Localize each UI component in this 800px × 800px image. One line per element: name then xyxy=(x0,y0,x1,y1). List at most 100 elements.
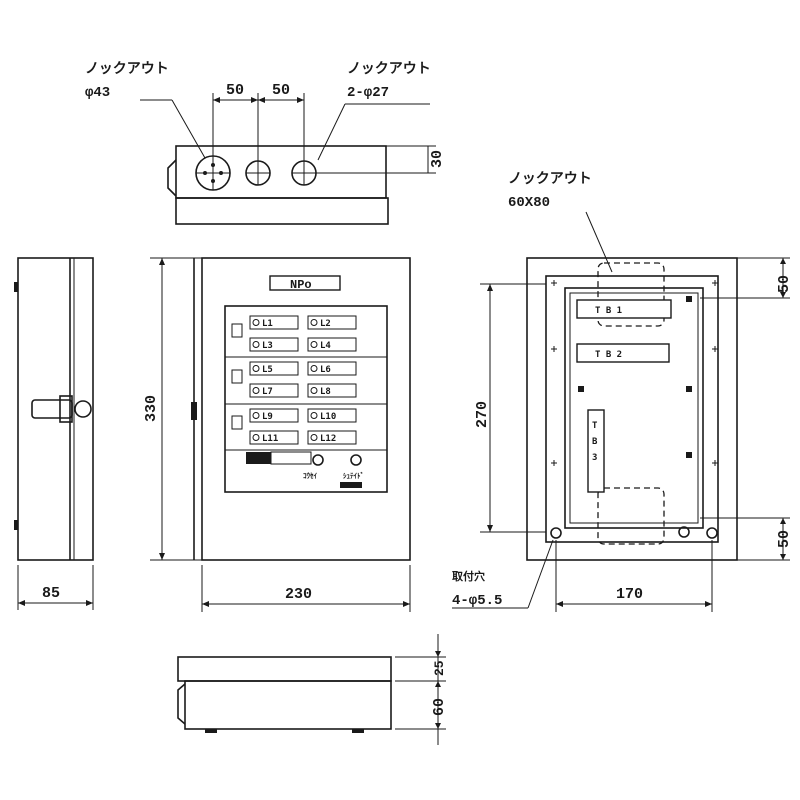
mounting-hole-b xyxy=(706,527,718,539)
terminal-block-2 xyxy=(576,343,670,363)
terminal-block-3-label-a: T xyxy=(592,421,598,431)
top-view-body xyxy=(175,145,387,199)
terminal-block-3-label-b: B xyxy=(592,437,598,447)
label-drive: ｼｭﾃｲﾄﾞ xyxy=(343,471,364,480)
breaker-l1: L1 xyxy=(249,315,299,330)
dim-top-depth: 30 xyxy=(429,150,446,168)
breaker-box xyxy=(307,383,357,398)
front-view-body xyxy=(201,257,411,561)
knockout-right-value: 2-φ27 xyxy=(347,85,389,101)
side-view: 85 xyxy=(14,257,94,610)
breaker-indicator xyxy=(252,365,260,372)
breaker-label: L1 xyxy=(262,319,273,329)
breaker-label: L11 xyxy=(262,434,278,444)
rear-view: T B 1 T B 2 T B 3 270 50 50 170 xyxy=(452,171,793,612)
knockout-right-title: ノックアウト xyxy=(347,61,431,78)
knockout-left-value: φ43 xyxy=(85,85,110,101)
breaker-indicator xyxy=(252,434,260,441)
side-view-body xyxy=(17,257,94,561)
rear-knockout-title: ノックアウト xyxy=(508,171,592,188)
terminal-block-3 xyxy=(587,409,605,493)
dim-rear-width: 170 xyxy=(616,586,643,603)
side-view-latch xyxy=(31,399,73,419)
dim-spacing-1: 50 xyxy=(226,82,244,99)
breaker-l2: L2 xyxy=(307,315,357,330)
nameplate xyxy=(269,275,341,291)
terminal-block-1 xyxy=(576,299,672,319)
bottom-view: 25 60 xyxy=(177,634,448,745)
breaker-indicator xyxy=(310,412,318,419)
breaker-l7: L7 xyxy=(249,383,299,398)
dim-rear-height: 270 xyxy=(474,401,491,428)
breaker-box xyxy=(307,408,357,423)
breaker-box xyxy=(307,315,357,330)
breaker-box xyxy=(249,361,299,376)
breaker-indicator xyxy=(310,434,318,441)
breaker-l5: L5 xyxy=(249,361,299,376)
dim-bottom-lower: 60 xyxy=(431,698,448,716)
breaker-l4: L4 xyxy=(307,337,357,352)
knockout-left-title: ノックアウト xyxy=(85,61,169,78)
breaker-label: L3 xyxy=(262,341,273,351)
breaker-label: L7 xyxy=(262,387,273,397)
dim-side-depth: 85 xyxy=(42,585,60,602)
breaker-box xyxy=(249,408,299,423)
rear-knockout-bottom xyxy=(597,487,665,545)
dim-front-height: 330 xyxy=(143,395,160,422)
mounting-hole-a xyxy=(550,527,562,539)
breaker-label: L10 xyxy=(320,412,336,422)
breaker-label: L5 xyxy=(262,365,273,375)
terminal-block-2-label: T B 2 xyxy=(595,350,622,360)
breaker-label: L8 xyxy=(320,387,331,397)
breaker-box xyxy=(249,430,299,445)
bottom-view-top xyxy=(177,656,392,682)
breaker-indicator xyxy=(310,319,318,326)
label-inspection: ｺｳｾｲ xyxy=(303,472,317,480)
mounting-hole-title: 取付穴 xyxy=(452,569,485,584)
breaker-l10: L10 xyxy=(307,408,357,423)
breaker-indicator xyxy=(252,319,260,326)
breaker-indicator xyxy=(252,412,260,419)
rear-knockout-top xyxy=(597,262,665,327)
bottom-view-body xyxy=(184,680,392,730)
top-view: ノックアウト φ43 ノックアウト 2-φ27 50 50 30 xyxy=(85,61,446,225)
rear-view-outer xyxy=(526,257,738,561)
breaker-box xyxy=(249,337,299,352)
dim-rear-bottom: 50 xyxy=(776,530,793,548)
terminal-block-1-label: T B 1 xyxy=(595,306,622,316)
dim-rear-top: 50 xyxy=(776,275,793,293)
breaker-indicator xyxy=(252,387,260,394)
breaker-l12: L12 xyxy=(307,430,357,445)
breaker-label: L4 xyxy=(320,341,331,351)
top-view-flange xyxy=(175,197,389,225)
mounting-hole-value: 4-φ5.5 xyxy=(452,593,502,609)
breaker-label: L9 xyxy=(262,412,273,422)
breaker-window xyxy=(224,305,388,493)
dim-spacing-2: 50 xyxy=(272,82,290,99)
breaker-indicator xyxy=(252,341,260,348)
breaker-l6: L6 xyxy=(307,361,357,376)
top-view-hinge xyxy=(167,159,177,197)
breaker-box xyxy=(307,337,357,352)
breaker-indicator xyxy=(310,365,318,372)
breaker-box xyxy=(249,315,299,330)
rear-knockout-value: 60X80 xyxy=(508,195,550,211)
breaker-indicator xyxy=(310,341,318,348)
breaker-box xyxy=(249,383,299,398)
breaker-l8: L8 xyxy=(307,383,357,398)
breaker-label: L2 xyxy=(320,319,331,329)
breaker-indicator xyxy=(310,387,318,394)
dim-bottom-upper: 25 xyxy=(432,660,447,676)
breaker-l11: L11 xyxy=(249,430,299,445)
nameplate-text: NPo xyxy=(290,278,312,292)
side-view-knob xyxy=(74,400,92,418)
breaker-box xyxy=(307,430,357,445)
dim-front-width: 230 xyxy=(285,586,312,603)
terminal-block-3-label-c: 3 xyxy=(592,453,597,463)
breaker-label: L6 xyxy=(320,365,331,375)
rear-view-inner xyxy=(545,275,719,543)
